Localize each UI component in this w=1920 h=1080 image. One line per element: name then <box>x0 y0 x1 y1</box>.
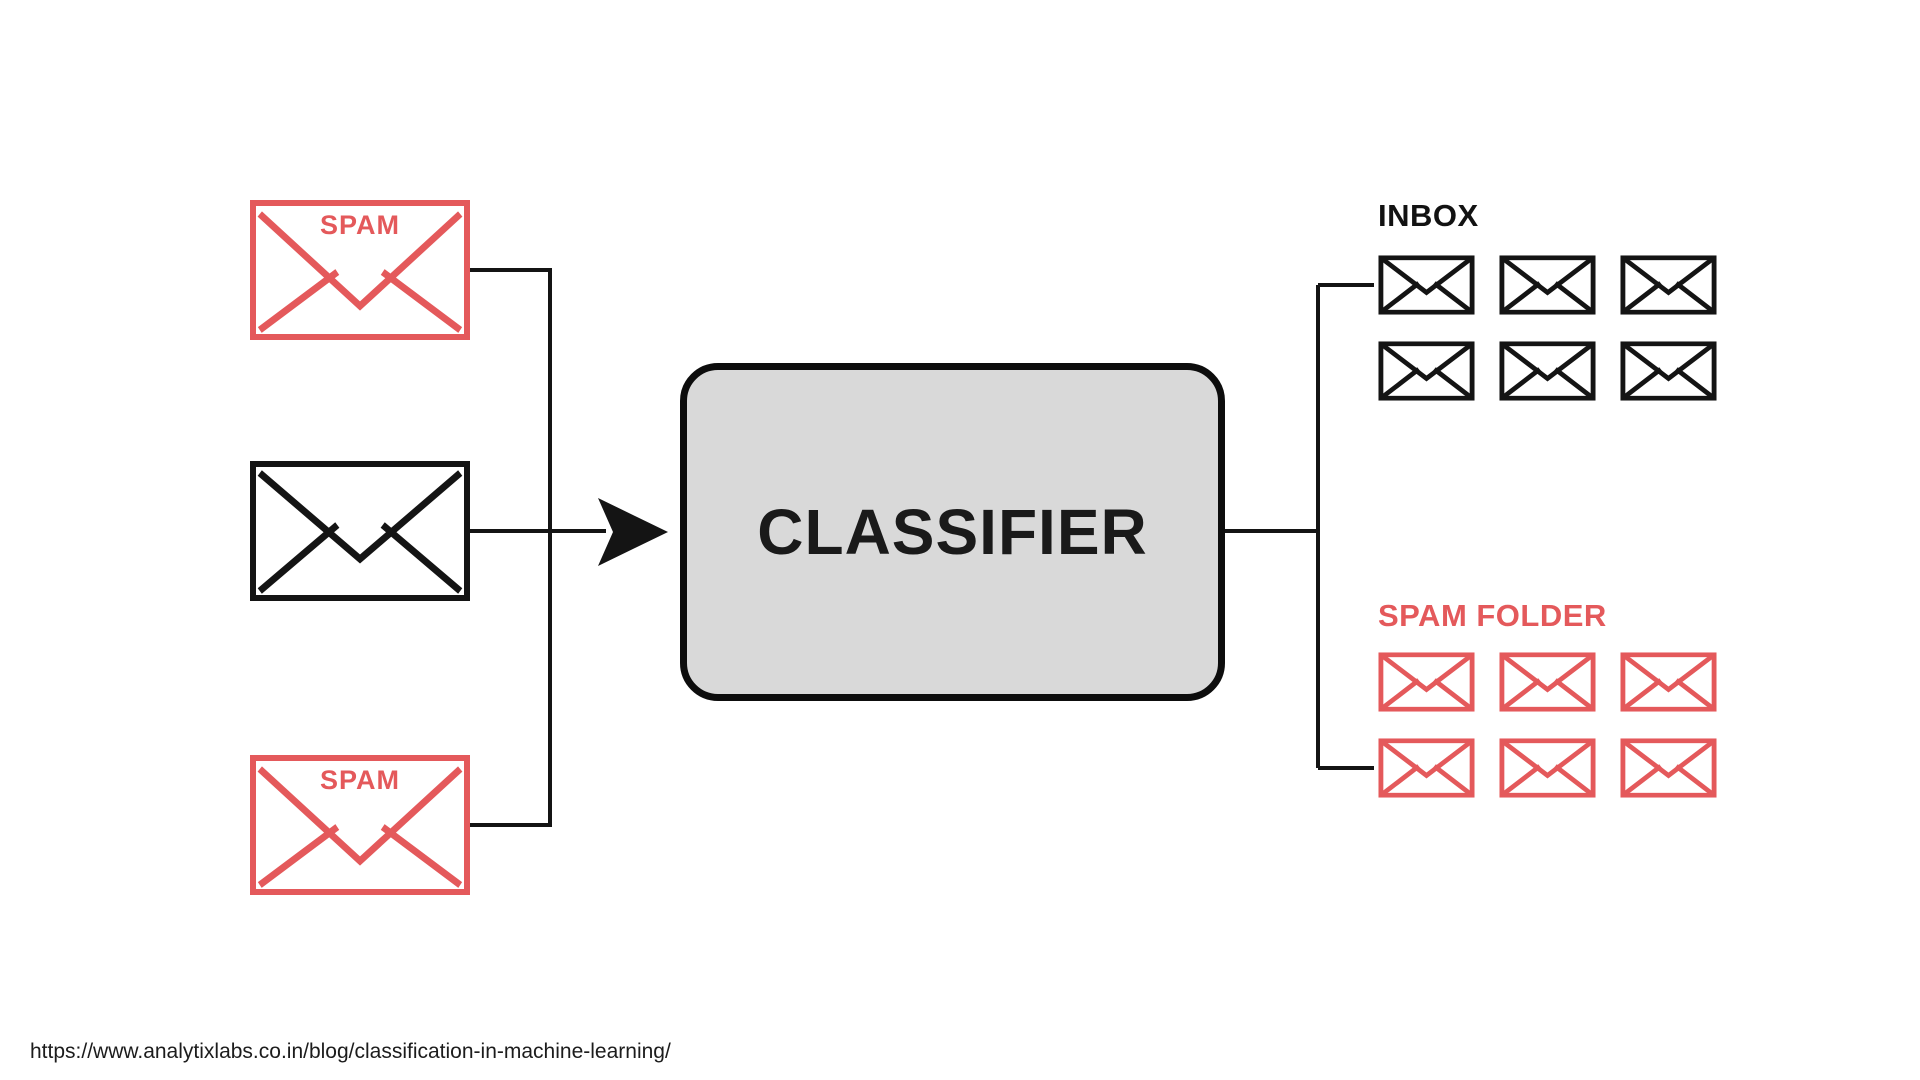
inbox-envelopes <box>1378 255 1717 401</box>
spam-label: SPAM <box>319 765 400 795</box>
input-email-normal <box>250 461 470 601</box>
envelope-icon <box>1499 255 1596 315</box>
classifier-box: CLASSIFIER <box>680 363 1225 701</box>
source-url: https://www.analytixlabs.co.in/blog/clas… <box>30 1040 671 1063</box>
envelope-icon <box>1378 255 1475 315</box>
envelope-icon <box>1620 738 1717 798</box>
input-email-spam-bottom: SPAM <box>250 755 470 895</box>
envelope-icon <box>1378 341 1475 401</box>
envelope-icon <box>257 470 463 594</box>
envelope-icon <box>257 211 463 333</box>
spam-label: SPAM <box>319 210 400 240</box>
envelope-icon <box>1499 738 1596 798</box>
envelope-icon <box>257 766 463 888</box>
envelope-icon <box>1620 652 1717 712</box>
envelope-icon <box>1620 341 1717 401</box>
inbox-label: INBOX <box>1378 198 1479 233</box>
envelope-icon <box>1378 652 1475 712</box>
output-branch-lines <box>1225 283 1374 770</box>
envelope-icon <box>1499 341 1596 401</box>
spam-folder-label: SPAM FOLDER <box>1378 598 1607 633</box>
arrow-head-icon <box>598 498 668 566</box>
spam-folder-envelopes <box>1378 652 1717 798</box>
envelope-icon <box>1499 652 1596 712</box>
classifier-label: CLASSIFIER <box>757 496 1148 568</box>
envelope-icon <box>1620 255 1717 315</box>
envelope-icon <box>1378 738 1475 798</box>
input-merge-lines <box>470 268 552 827</box>
input-email-spam-top: SPAM <box>250 200 470 340</box>
